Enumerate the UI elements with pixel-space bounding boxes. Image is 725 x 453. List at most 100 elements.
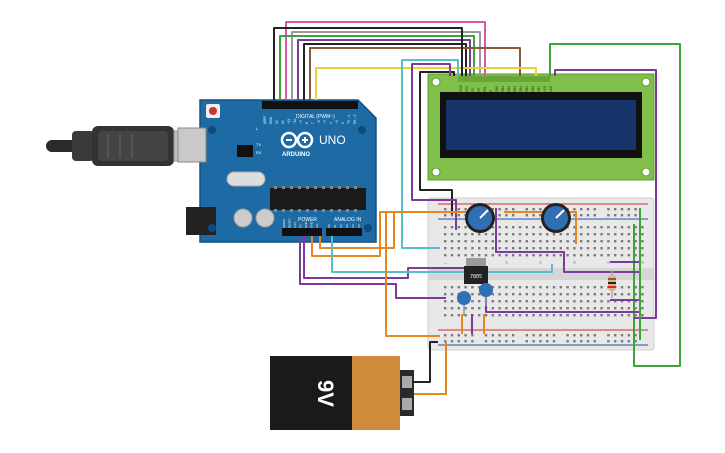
- breadboard-hole: [552, 254, 556, 257]
- led-label-tx: TX: [256, 142, 261, 147]
- breadboard-hole: [620, 240, 624, 243]
- breadboard-hole: [559, 300, 562, 303]
- breadboard-hole: [573, 286, 576, 289]
- breadboard-hole: [532, 233, 535, 236]
- battery-label: 9V: [313, 380, 338, 407]
- breadboard-hole: [444, 208, 447, 211]
- breadboard-hole: [580, 300, 583, 303]
- breadboard-hole: [593, 307, 596, 310]
- breadboard-hole: [559, 314, 562, 317]
- breadboard-hole: [552, 340, 556, 343]
- breadboard-hole: [478, 254, 481, 257]
- breadboard-hole: [525, 254, 528, 257]
- breadboard-hole: [607, 208, 610, 211]
- breadboard-hole: [627, 340, 630, 343]
- breadboard-hole: [559, 307, 562, 310]
- breadboard-hole: [457, 314, 460, 317]
- breadboard-hole: [552, 233, 556, 236]
- breadboard-hole: [614, 214, 617, 217]
- breadboard-hole: [552, 293, 556, 296]
- breadboard-hole: [620, 226, 624, 229]
- breadboard-hole: [518, 300, 522, 303]
- breadboard-hole: [505, 254, 508, 257]
- breadboard-hole: [518, 314, 522, 317]
- breadboard-hole: [634, 233, 637, 236]
- breadboard-hole: [634, 314, 637, 317]
- breadboard-hole: [457, 340, 460, 343]
- breadboard-hole: [573, 208, 576, 211]
- breadboard-hole: [512, 293, 515, 296]
- breadboard-hole: [546, 334, 549, 337]
- breadboard-hole: [518, 254, 522, 257]
- breadboard-hole: [586, 307, 590, 310]
- breadboard-hole: [627, 214, 630, 217]
- breadboard-hole: [471, 293, 474, 296]
- breadboard-hole: [593, 247, 596, 250]
- wire-green-d13: [279, 35, 475, 100]
- breadboard-hole: [444, 254, 447, 257]
- breadboard-hole: [573, 247, 576, 250]
- breadboard-hole: [614, 340, 617, 343]
- breadboard-hole: [450, 233, 454, 236]
- breadboard-hole: [627, 247, 630, 250]
- breadboard-hole: [491, 314, 494, 317]
- breadboard-hole: [641, 300, 644, 303]
- breadboard-hole: [614, 300, 617, 303]
- breadboard-hole: [607, 226, 610, 229]
- breadboard-hole: [444, 340, 447, 343]
- breadboard-hole: [444, 300, 447, 303]
- breadboard-hole: [620, 334, 624, 337]
- breadboard-hole: [559, 293, 562, 296]
- breadboard-hole: [627, 226, 630, 229]
- breadboard-hole: [512, 208, 515, 211]
- breadboard-hole: [641, 307, 644, 310]
- breadboard-hole: [566, 233, 569, 236]
- breadboard-hole: [532, 208, 535, 211]
- breadboard-hole: [450, 293, 454, 296]
- breadboard-hole: [627, 286, 630, 289]
- breadboard-hole: [444, 214, 447, 217]
- breadboard-hole: [491, 340, 494, 343]
- breadboard-hole: [634, 240, 637, 243]
- digital-pin-label: 2: [341, 122, 345, 124]
- breadboard-hole: [525, 240, 528, 243]
- capacitor-2: [479, 283, 493, 306]
- breadboard-hole: [546, 247, 549, 250]
- breadboard-hole: [539, 214, 542, 217]
- breadboard-hole: [634, 254, 637, 257]
- breadboard-hole: [627, 314, 630, 317]
- breadboard-hole: [505, 226, 508, 229]
- breadboard-hole: [641, 233, 644, 236]
- breadboard-hole: [444, 240, 447, 243]
- breadboard-hole: [546, 254, 549, 257]
- wire-purple-lcd-v0: [411, 63, 457, 230]
- breadboard-hole: [464, 307, 467, 310]
- breadboard-hole: [600, 293, 603, 296]
- breadboard-hole: [525, 314, 528, 317]
- wire-purple-gnd: [303, 236, 476, 279]
- breadboard-hole: [586, 226, 590, 229]
- breadboard-hole: [478, 247, 481, 250]
- breadboard-hole: [546, 314, 549, 317]
- breadboard-hole: [559, 286, 562, 289]
- wire-purple-vin: [299, 236, 446, 299]
- lcd-pin-label: DB1: [501, 86, 505, 92]
- breadboard-hole: [641, 240, 644, 243]
- breadboard-hole: [457, 226, 460, 229]
- analog-pin-label: A4: [351, 224, 355, 228]
- breadboard-hole: [634, 247, 637, 250]
- wire-orange-pot: [319, 212, 395, 249]
- power-pin-label: 3.3V: [293, 222, 297, 228]
- breadboard-hole: [525, 340, 528, 343]
- arduino-board: ARDUINO UNO DIGITAL (PWM~) POWER ANALOG …: [177, 99, 377, 243]
- wire-orange-pot2: [504, 211, 577, 244]
- breadboard-hole: [457, 254, 460, 257]
- wire-brown-d8: [309, 47, 521, 100]
- breadboard-hole: [505, 300, 508, 303]
- breadboard-hole: [464, 314, 467, 317]
- breadboard-hole: [580, 233, 583, 236]
- breadboard-hole: [573, 300, 576, 303]
- breadboard-hole: [627, 307, 630, 310]
- breadboard-hole: [586, 240, 590, 243]
- breadboard-hole: [464, 247, 467, 250]
